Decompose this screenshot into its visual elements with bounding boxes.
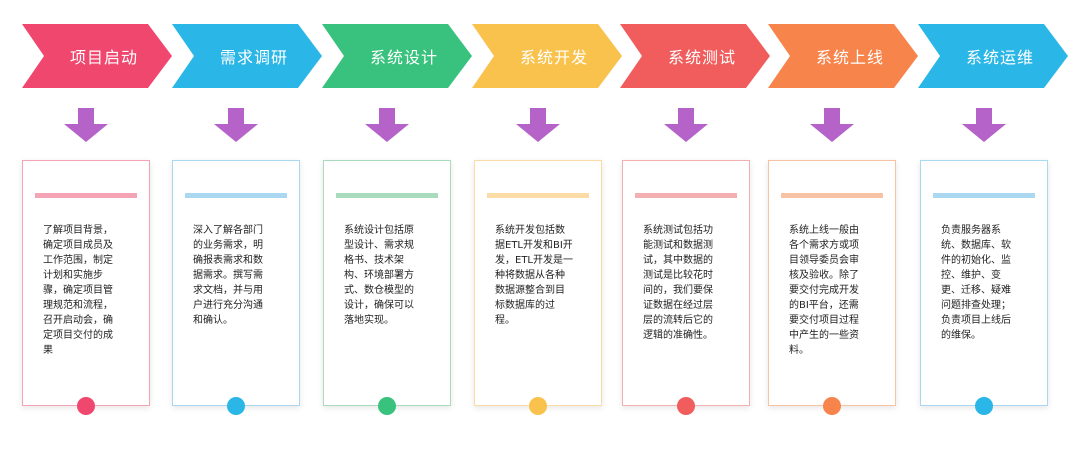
- stage-chevron: 系统运维: [918, 24, 1068, 88]
- stage-title: 项目启动: [69, 48, 138, 67]
- card-accent-bar: [635, 193, 737, 198]
- stage-card: 系统上线一般由 各个需求方或项 目领导委员会审 核及验收。除了 要交付完成开发 …: [768, 160, 896, 406]
- stage-chevron: 系统测试: [620, 24, 770, 88]
- stage-dot: [227, 397, 245, 415]
- card-accent-bar: [35, 193, 137, 198]
- stage-description: 负责服务器系 统、数据库、软 件的初始化、监 控、维护、变 更、迁移、疑难 问题…: [941, 225, 1011, 341]
- stage-title: 需求调研: [219, 48, 288, 67]
- stage-card: 负责服务器系 统、数据库、软 件的初始化、监 控、维护、变 更、迁移、疑难 问题…: [920, 160, 1048, 406]
- stage-title: 系统开发: [519, 48, 588, 67]
- stage-title: 系统上线: [815, 48, 884, 67]
- stage-dot: [823, 397, 841, 415]
- stage-dot: [677, 397, 695, 415]
- stage-description: 系统开发包括数 据ETL开发和BI开 发，ETL开发是一 种将数据从各种 数据源…: [495, 225, 573, 326]
- stage-card: 系统设计包括原 型设计、需求规 格书、技术架 构、环境部署方 式、数仓模型的 设…: [323, 160, 451, 406]
- stage-dot: [975, 397, 993, 415]
- stage-card: 了解项目背景， 确定项目成员及 工作范围，制定 计划和实施步 骤，确定项目管 理…: [22, 160, 150, 406]
- stage-dot: [529, 397, 547, 415]
- down-arrow-icon: [664, 108, 708, 142]
- stage-description: 深入了解各部门 的业务需求，明 确报表需求和数 据需求。撰写需 求文档，并与用 …: [193, 225, 263, 326]
- stage-chevron: 系统设计: [322, 24, 472, 88]
- stage-card: 系统测试包括功 能测试和数据测 试，其中数据的 测试是比较花时 间的，我们要保 …: [622, 160, 750, 406]
- stage-description: 系统设计包括原 型设计、需求规 格书、技术架 构、环境部署方 式、数仓模型的 设…: [344, 225, 414, 326]
- stage-description: 系统测试包括功 能测试和数据测 试，其中数据的 测试是比较花时 间的，我们要保 …: [643, 225, 713, 341]
- stage-title: 系统设计: [369, 48, 438, 67]
- stage-chevron: 需求调研: [172, 24, 322, 88]
- stage-card: 系统开发包括数 据ETL开发和BI开 发，ETL开发是一 种将数据从各种 数据源…: [474, 160, 602, 406]
- down-arrow-icon: [214, 108, 258, 142]
- down-arrow-icon: [810, 108, 854, 142]
- stage-description: 了解项目背景， 确定项目成员及 工作范围，制定 计划和实施步 骤，确定项目管 理…: [43, 225, 113, 356]
- stage-dot: [378, 397, 396, 415]
- stage-dot: [77, 397, 95, 415]
- stage-title: 系统运维: [965, 48, 1034, 67]
- down-arrow-icon: [516, 108, 560, 142]
- down-arrow-icon: [365, 108, 409, 142]
- card-accent-bar: [185, 193, 287, 198]
- stage-chevron: 系统上线: [768, 24, 918, 88]
- stage-card: 深入了解各部门 的业务需求，明 确报表需求和数 据需求。撰写需 求文档，并与用 …: [172, 160, 300, 406]
- stage-chevron: 项目启动: [22, 24, 172, 88]
- stage-chevron: 系统开发: [472, 24, 622, 88]
- down-arrow-icon: [962, 108, 1006, 142]
- down-arrow-icon: [64, 108, 108, 142]
- card-accent-bar: [336, 193, 438, 198]
- card-accent-bar: [487, 193, 589, 198]
- card-accent-bar: [781, 193, 883, 198]
- card-accent-bar: [933, 193, 1035, 198]
- stage-description: 系统上线一般由 各个需求方或项 目领导委员会审 核及验收。除了 要交付完成开发 …: [789, 225, 859, 356]
- stage-title: 系统测试: [667, 48, 736, 67]
